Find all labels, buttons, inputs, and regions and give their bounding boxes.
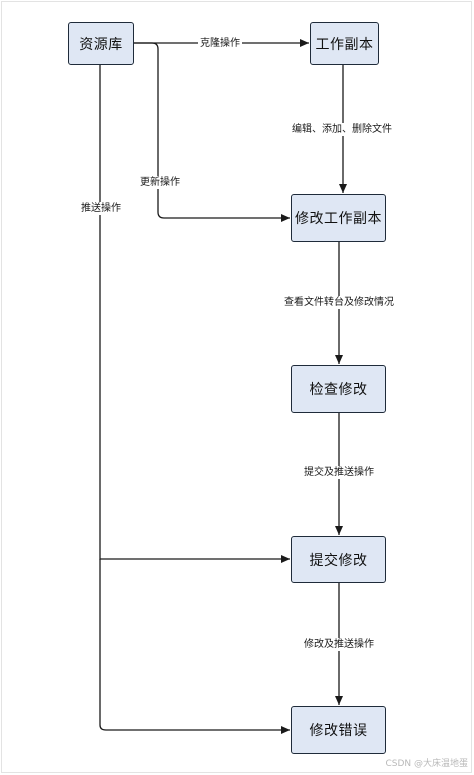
label-push: 推送操作 <box>79 202 123 215</box>
label-edit: 编辑、添加、删除文件 <box>290 123 394 136</box>
edge-push-fix <box>99 559 290 734</box>
edge-push-commit <box>99 65 290 563</box>
label-update: 更新操作 <box>138 176 182 189</box>
node-repository: 资源库 <box>68 22 134 65</box>
edge-update <box>134 42 290 222</box>
label-fix-push: 修改及推送操作 <box>302 638 376 651</box>
node-working-copy: 工作副本 <box>310 22 379 65</box>
node-commit-changes: 提交修改 <box>291 536 386 583</box>
node-modify-working-copy: 修改工作副本 <box>291 194 386 242</box>
node-fix-errors: 修改错误 <box>291 706 386 754</box>
node-check-changes: 检查修改 <box>291 365 386 413</box>
label-clone: 克隆操作 <box>198 37 242 50</box>
label-view-status: 查看文件转台及修改情况 <box>282 296 396 309</box>
watermark: CSDN @大床温地蛋 <box>385 759 468 769</box>
label-commit-push: 提交及推送操作 <box>302 466 376 479</box>
